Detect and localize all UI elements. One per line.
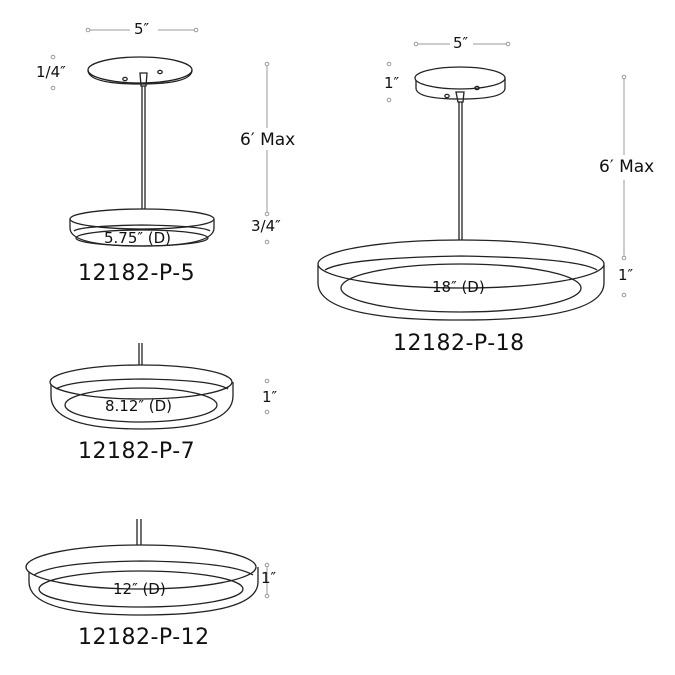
p5-canopy-width-label: 5″ bbox=[134, 20, 150, 38]
p18-model-label: 12182-P-18 bbox=[393, 331, 525, 356]
p7-diameter-label: 8.12″ (D) bbox=[105, 397, 173, 415]
p12-height-label: 1″ bbox=[261, 569, 277, 587]
p5-canopy-height-label: 1/4″ bbox=[36, 63, 66, 81]
p5-model-label: 12182-P-5 bbox=[78, 261, 196, 286]
p18-height-label: 1″ bbox=[618, 266, 634, 284]
p7-height-label: 1″ bbox=[262, 388, 278, 406]
p18-canopy-width-label: 5″ bbox=[453, 34, 469, 52]
p12-model-label: 12182-P-12 bbox=[78, 625, 210, 650]
p5-diameter-label: 5.75″ (D) bbox=[104, 229, 172, 247]
p18-canopy-height-label: 1″ bbox=[384, 74, 400, 92]
p18-suspension-label: 6′ Max bbox=[599, 157, 655, 177]
fixture-p7-drawing bbox=[49, 343, 234, 430]
p12-diameter-label: 12″ (D) bbox=[113, 580, 166, 598]
fixture-p12-drawing bbox=[25, 519, 259, 616]
fixture-p5-drawing bbox=[69, 56, 215, 247]
p5-suspension-label: 6′ Max bbox=[240, 130, 296, 150]
dimension-lines bbox=[50, 27, 627, 599]
fixture-p18-drawing bbox=[317, 66, 605, 321]
p18-diameter-label: 18″ (D) bbox=[432, 278, 485, 296]
p5-height-label: 3/4″ bbox=[251, 217, 281, 235]
p7-model-label: 12182-P-7 bbox=[78, 439, 196, 464]
